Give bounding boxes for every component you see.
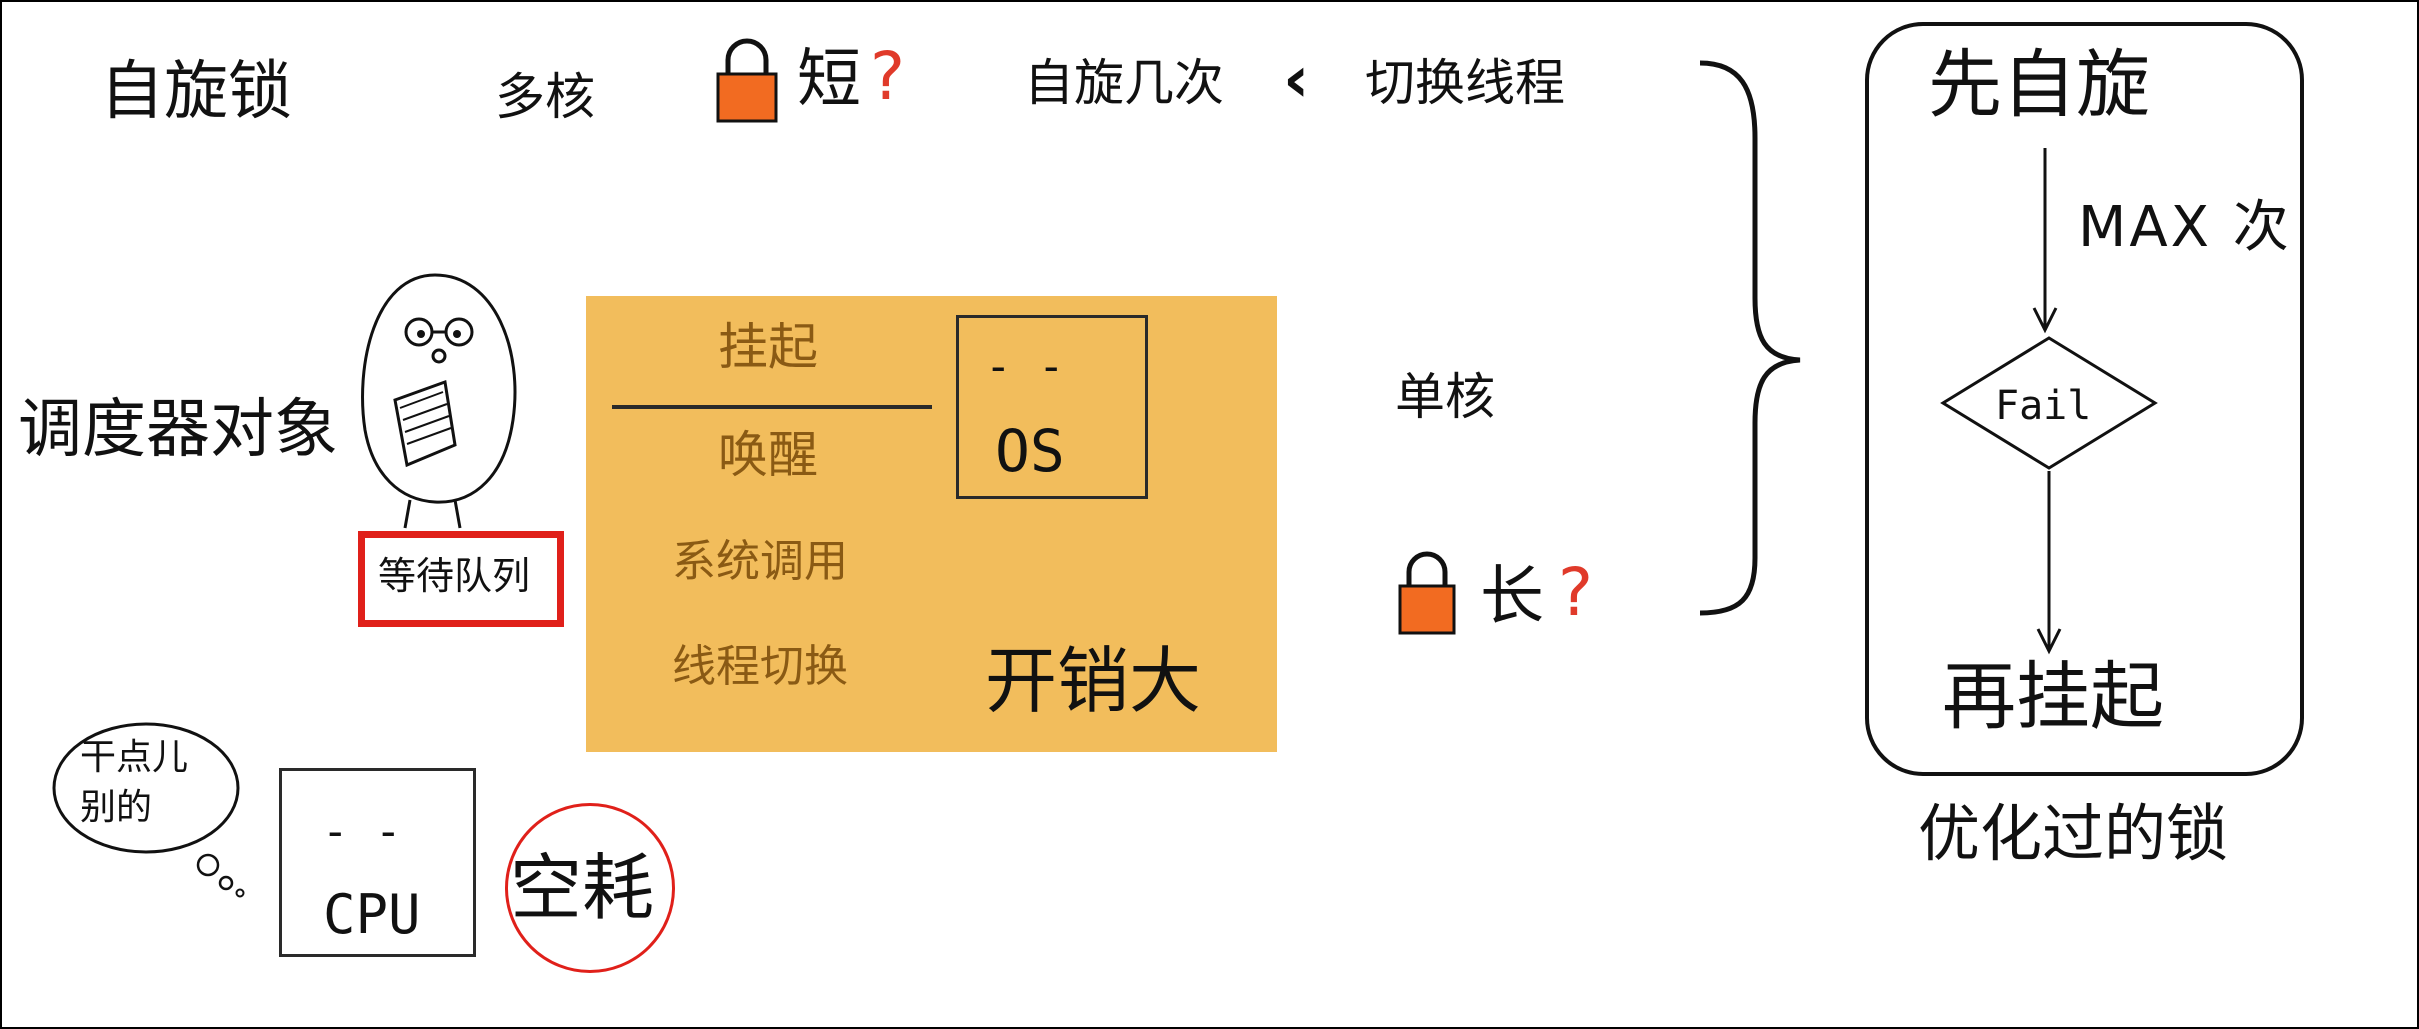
wake-label: 唤醒 bbox=[718, 426, 818, 484]
optimized-lock-flowchart bbox=[1865, 22, 2304, 776]
multi-core-label: 多核 bbox=[495, 68, 595, 126]
scheduler-object-label: 调度器对象 bbox=[18, 393, 338, 467]
fail-decision-diamond bbox=[1940, 336, 2158, 470]
os-label: OS bbox=[995, 417, 1065, 485]
single-core-label: 单核 bbox=[1395, 368, 1495, 426]
cpu-screen-box bbox=[279, 768, 476, 957]
fraction-line bbox=[612, 405, 932, 409]
thread-switch-label: 线程切换 bbox=[672, 641, 848, 692]
bubble-line-1: 干点儿 bbox=[80, 737, 189, 778]
thought-bubble-icon bbox=[52, 722, 245, 898]
os-overhead-panel bbox=[586, 296, 1277, 752]
spin-lock-title: 自旋锁 bbox=[100, 55, 292, 129]
spin-times-label: 自旋几次 bbox=[1024, 54, 1224, 112]
flowchart-caption: 优化过的锁 bbox=[1918, 797, 2229, 870]
cpu-label: CPU bbox=[323, 883, 421, 946]
less-than-sign: ‹ bbox=[1283, 43, 1310, 117]
switch-thread-label: 切换线程 bbox=[1365, 54, 1565, 112]
curly-brace bbox=[1699, 60, 1801, 616]
lock-icon-short bbox=[716, 38, 778, 123]
suspend-label: 挂起 bbox=[718, 318, 818, 376]
wait-queue-box bbox=[358, 531, 564, 627]
fail-label: Fail bbox=[1995, 383, 2092, 429]
long-label: 长 bbox=[1480, 560, 1544, 634]
flow-arrow-1 bbox=[2032, 148, 2058, 334]
os-face: - - bbox=[985, 341, 1065, 392]
lock-icon-long bbox=[1398, 551, 1456, 635]
long-question-mark: ? bbox=[1558, 554, 1594, 631]
syscall-label: 系统调用 bbox=[672, 536, 848, 587]
wait-queue-label: 等待队列 bbox=[378, 554, 531, 598]
cpu-face: - - bbox=[322, 806, 402, 857]
flow-arrow-2 bbox=[2036, 471, 2062, 655]
flow-start-label: 先自旋 bbox=[1928, 42, 2150, 128]
short-label: 短 bbox=[797, 43, 861, 117]
os-screen-box bbox=[956, 315, 1148, 499]
idle-label: 空耗 bbox=[510, 846, 655, 930]
flow-end-label: 再挂起 bbox=[1942, 654, 2164, 740]
overhead-label: 开销大 bbox=[985, 639, 1202, 723]
bubble-line-2: 别的 bbox=[80, 787, 153, 828]
egg-character-icon bbox=[361, 273, 517, 529]
max-times-label: MAX 次 bbox=[2078, 195, 2292, 260]
short-question-mark: ? bbox=[870, 38, 906, 115]
idle-highlight-circle bbox=[505, 803, 675, 973]
